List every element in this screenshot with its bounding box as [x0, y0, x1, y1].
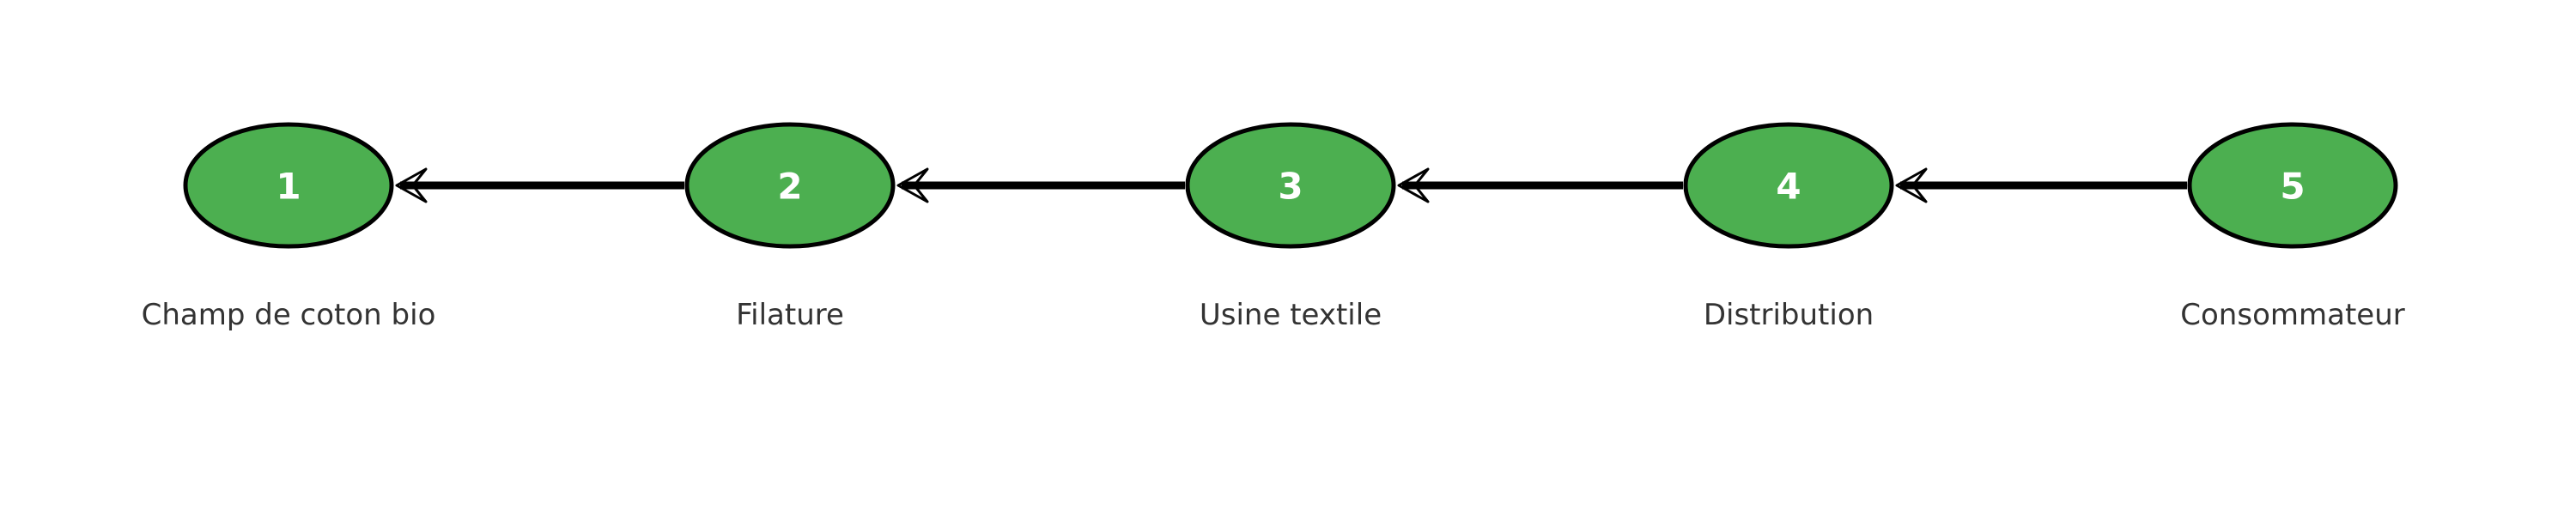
node-ellipse[interactable]	[684, 122, 896, 249]
node-2[interactable]: 2	[684, 122, 896, 249]
node-4[interactable]: 4	[1683, 122, 1894, 249]
node-ellipse[interactable]	[1185, 122, 1396, 249]
node-number: 1	[276, 166, 301, 208]
edges-layer	[395, 167, 2187, 203]
node-ellipse[interactable]	[2187, 122, 2398, 249]
edge-2-to-1	[395, 167, 684, 203]
arrowhead-icon	[896, 167, 929, 203]
node-number: 3	[1278, 166, 1303, 208]
node-number: 4	[1776, 166, 1801, 208]
node-label: Usine textile	[1200, 298, 1382, 332]
node-label: Consommateur	[2180, 298, 2404, 332]
arrowhead-icon	[1397, 167, 1430, 203]
node-3[interactable]: 3	[1185, 122, 1396, 249]
node-label: Filature	[736, 298, 844, 332]
node-label: Champ de coton bio	[142, 298, 436, 332]
node-number: 2	[777, 166, 802, 208]
labels-layer: Champ de coton bio Filature Usine textile D…	[142, 298, 2405, 332]
arrowhead-icon	[1895, 167, 1928, 203]
node-1[interactable]: 1	[183, 122, 394, 249]
edge-4-to-3	[1397, 167, 1683, 203]
edge-5-to-4	[1895, 167, 2187, 203]
arrowhead-icon	[395, 167, 428, 203]
nodes-layer: 1 2 3 4 5	[183, 122, 2398, 249]
node-ellipse[interactable]	[183, 122, 394, 249]
edge-3-to-2	[896, 167, 1185, 203]
node-ellipse[interactable]	[1683, 122, 1894, 249]
node-5[interactable]: 5	[2187, 122, 2398, 249]
node-number: 5	[2280, 166, 2305, 208]
node-label: Distribution	[1704, 298, 1874, 332]
